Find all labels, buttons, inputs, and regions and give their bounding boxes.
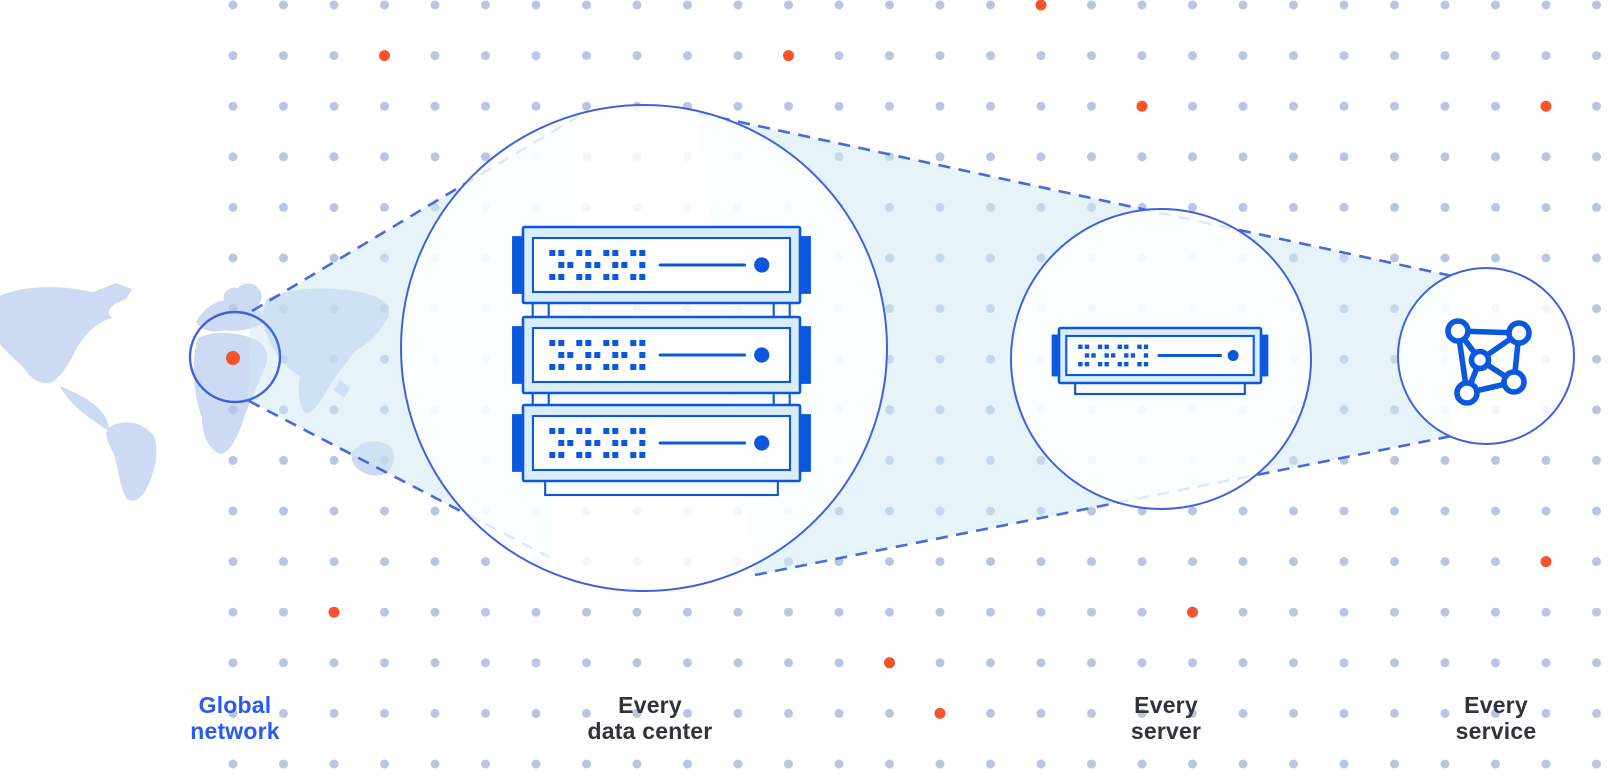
label-line: Global — [198, 692, 272, 718]
location-marker-dot — [226, 351, 240, 365]
globe-region-circle — [188, 310, 282, 404]
dashed-line-bottom-right — [754, 434, 1453, 577]
server-icon — [1051, 326, 1269, 396]
label-line: server — [1130, 718, 1202, 744]
label-every-service: Every service — [1366, 692, 1620, 744]
server-stack-icon — [512, 225, 811, 497]
label-every-data-center: Every data center — [520, 692, 780, 744]
mesh-network-icon — [1445, 318, 1532, 406]
label-line: network — [190, 718, 280, 744]
dashed-line-top-right — [697, 111, 1453, 278]
label-every-server: Every server — [1036, 692, 1296, 744]
label-line: data center — [587, 718, 713, 744]
label-line: Every — [618, 692, 682, 718]
label-line: Every — [1134, 692, 1198, 718]
label-global-network: Global network — [105, 692, 365, 744]
dashed-line-bottom-left — [248, 399, 550, 559]
label-line: Every — [1464, 692, 1528, 718]
label-line: service — [1455, 718, 1537, 744]
